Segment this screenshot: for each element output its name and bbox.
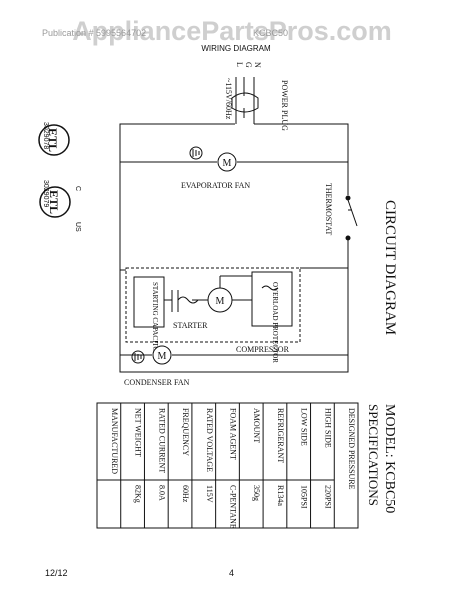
power-plug-label: POWER PLUG: [280, 80, 289, 131]
etl-mark-text-1: ETL: [46, 128, 60, 152]
compressor-motor-symbol: M: [216, 296, 225, 307]
publication-number: Publication # 5995564702: [42, 28, 146, 38]
specifications-title: SPECIFICATIONS: [366, 404, 381, 506]
spec-value: C-PENTANE: [229, 485, 238, 529]
spec-label: NET WEIGHT: [134, 408, 143, 457]
spec-label: AMOUNT: [252, 408, 261, 443]
header-model: KCBC50: [253, 28, 288, 38]
evaporator-fan-label: EVAPORATOR FAN: [181, 181, 250, 190]
spec-label: LOW SIDE: [300, 408, 309, 446]
power-plug: [231, 92, 259, 118]
footer-page-number: 4: [229, 568, 234, 578]
condenser-fan-motor-symbol: M: [158, 351, 167, 362]
page-title: WIRING DIAGRAM: [201, 44, 271, 53]
wire-top-right: [254, 123, 349, 195]
terminal-g-label: G: [244, 62, 253, 68]
footer-date: 12/12: [45, 568, 68, 578]
compressor-motor: M: [207, 287, 233, 313]
spec-value: 8.0A: [157, 485, 166, 501]
spec-label: DESIGNED PRESSURE: [347, 408, 356, 490]
etl-listed-mark-1: ETL: [38, 124, 70, 156]
starting-capacitor-box: [133, 276, 165, 328]
spec-label: FOAM AGENT: [229, 408, 238, 460]
spec-label: FREQUENCY: [181, 408, 190, 456]
evaporator-fan: M: [217, 152, 237, 172]
spec-value: R134a: [276, 485, 285, 506]
overload-protector-label: OVERLOAD PROTECTOR: [271, 282, 279, 363]
spec-value: 115V: [205, 485, 214, 503]
etl-number-2: 3029079: [42, 180, 49, 207]
spec-value: 220PSI: [323, 485, 332, 509]
spec-value: 82Kg: [134, 485, 143, 503]
etl-number-1: 3029078: [42, 122, 49, 149]
compressor-label: COMPRESSOR: [236, 345, 290, 354]
spec-label: HIGH SIDE: [323, 408, 332, 448]
compressor-internal-wiring: [192, 275, 252, 301]
etl-listed-mark-2: ETL: [39, 186, 71, 218]
model-label: MODEL: KCBC50: [382, 404, 397, 513]
condenser-fan: M: [152, 345, 172, 365]
thermostat-label: THERMOSTAT: [324, 183, 333, 235]
starter-icon: [164, 290, 199, 312]
spec-label: RATED VOLTAGE: [205, 408, 214, 472]
starter-label: STARTER: [173, 321, 208, 330]
circuit-diagram-title: CIRCUIT DIAGRAM: [382, 200, 398, 335]
spec-value: 60Hz: [181, 485, 190, 503]
terminal-n-label: N: [253, 62, 262, 68]
spec-label: RATED CURRENT: [157, 408, 166, 473]
thermostat-switch: [345, 195, 358, 241]
compressor-box: [125, 267, 301, 343]
evaporator-fan-ground-icon: [189, 146, 203, 160]
etl-mark-text-2: ETL: [47, 190, 61, 214]
wire-loop: [119, 123, 349, 373]
terminal-l-label: L: [235, 62, 244, 67]
etl-us-label: US: [74, 222, 81, 232]
etl-c-label: C: [74, 186, 81, 191]
overload-protector-box: [251, 271, 293, 327]
spec-label: REFRIGERANT: [276, 408, 285, 463]
voltage-label: ~115V/60Hz: [224, 78, 233, 120]
spec-table-border: [96, 402, 359, 529]
condenser-fan-label: CONDENSER FAN: [124, 378, 190, 387]
overload-protector-element: [261, 285, 279, 291]
spec-value: 105PSI: [300, 485, 309, 509]
starting-capacitor-label: STARTING CAPACITOR: [151, 282, 159, 357]
spec-value: 350g: [252, 485, 261, 501]
evaporator-fan-motor-symbol: M: [223, 158, 232, 169]
spec-label: MANUFACTURED: [110, 408, 119, 474]
watermark: AppliancePartsPros.com: [72, 16, 392, 46]
circuit-wiring: [119, 77, 349, 373]
specifications-table: DESIGNED PRESSURE HIGH SIDE 220PSI LOW SIDE…: [96, 402, 359, 529]
condenser-fan-ground-icon: [131, 350, 145, 364]
